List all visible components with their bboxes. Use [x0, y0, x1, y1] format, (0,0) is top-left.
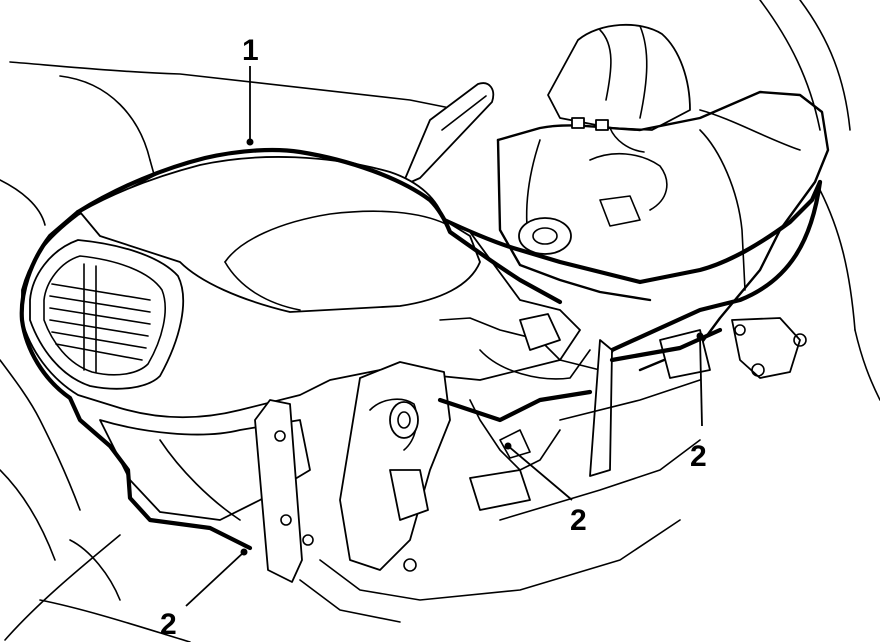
- lower-edge-line-center: [437, 389, 593, 423]
- callout-2-right: 2: [690, 440, 707, 473]
- armrest-support-bar: [401, 82, 495, 187]
- rear-console-lower-edge: [597, 179, 823, 373]
- shift-boot: [547, 23, 691, 153]
- callout-leaders: [185, 66, 704, 607]
- vent-louvers: [49, 263, 151, 373]
- callout-2-center: 2: [570, 504, 587, 537]
- callout-1: 1: [242, 34, 259, 67]
- console-box: [21, 149, 581, 521]
- callout-2-left: 2: [160, 608, 177, 641]
- rear-console-outline: [437, 179, 823, 285]
- console-box-outline-left: [19, 209, 253, 551]
- console-rear-frame: [496, 90, 830, 372]
- console-box-outline: [75, 147, 563, 305]
- lower-edge-line-right: [609, 327, 723, 363]
